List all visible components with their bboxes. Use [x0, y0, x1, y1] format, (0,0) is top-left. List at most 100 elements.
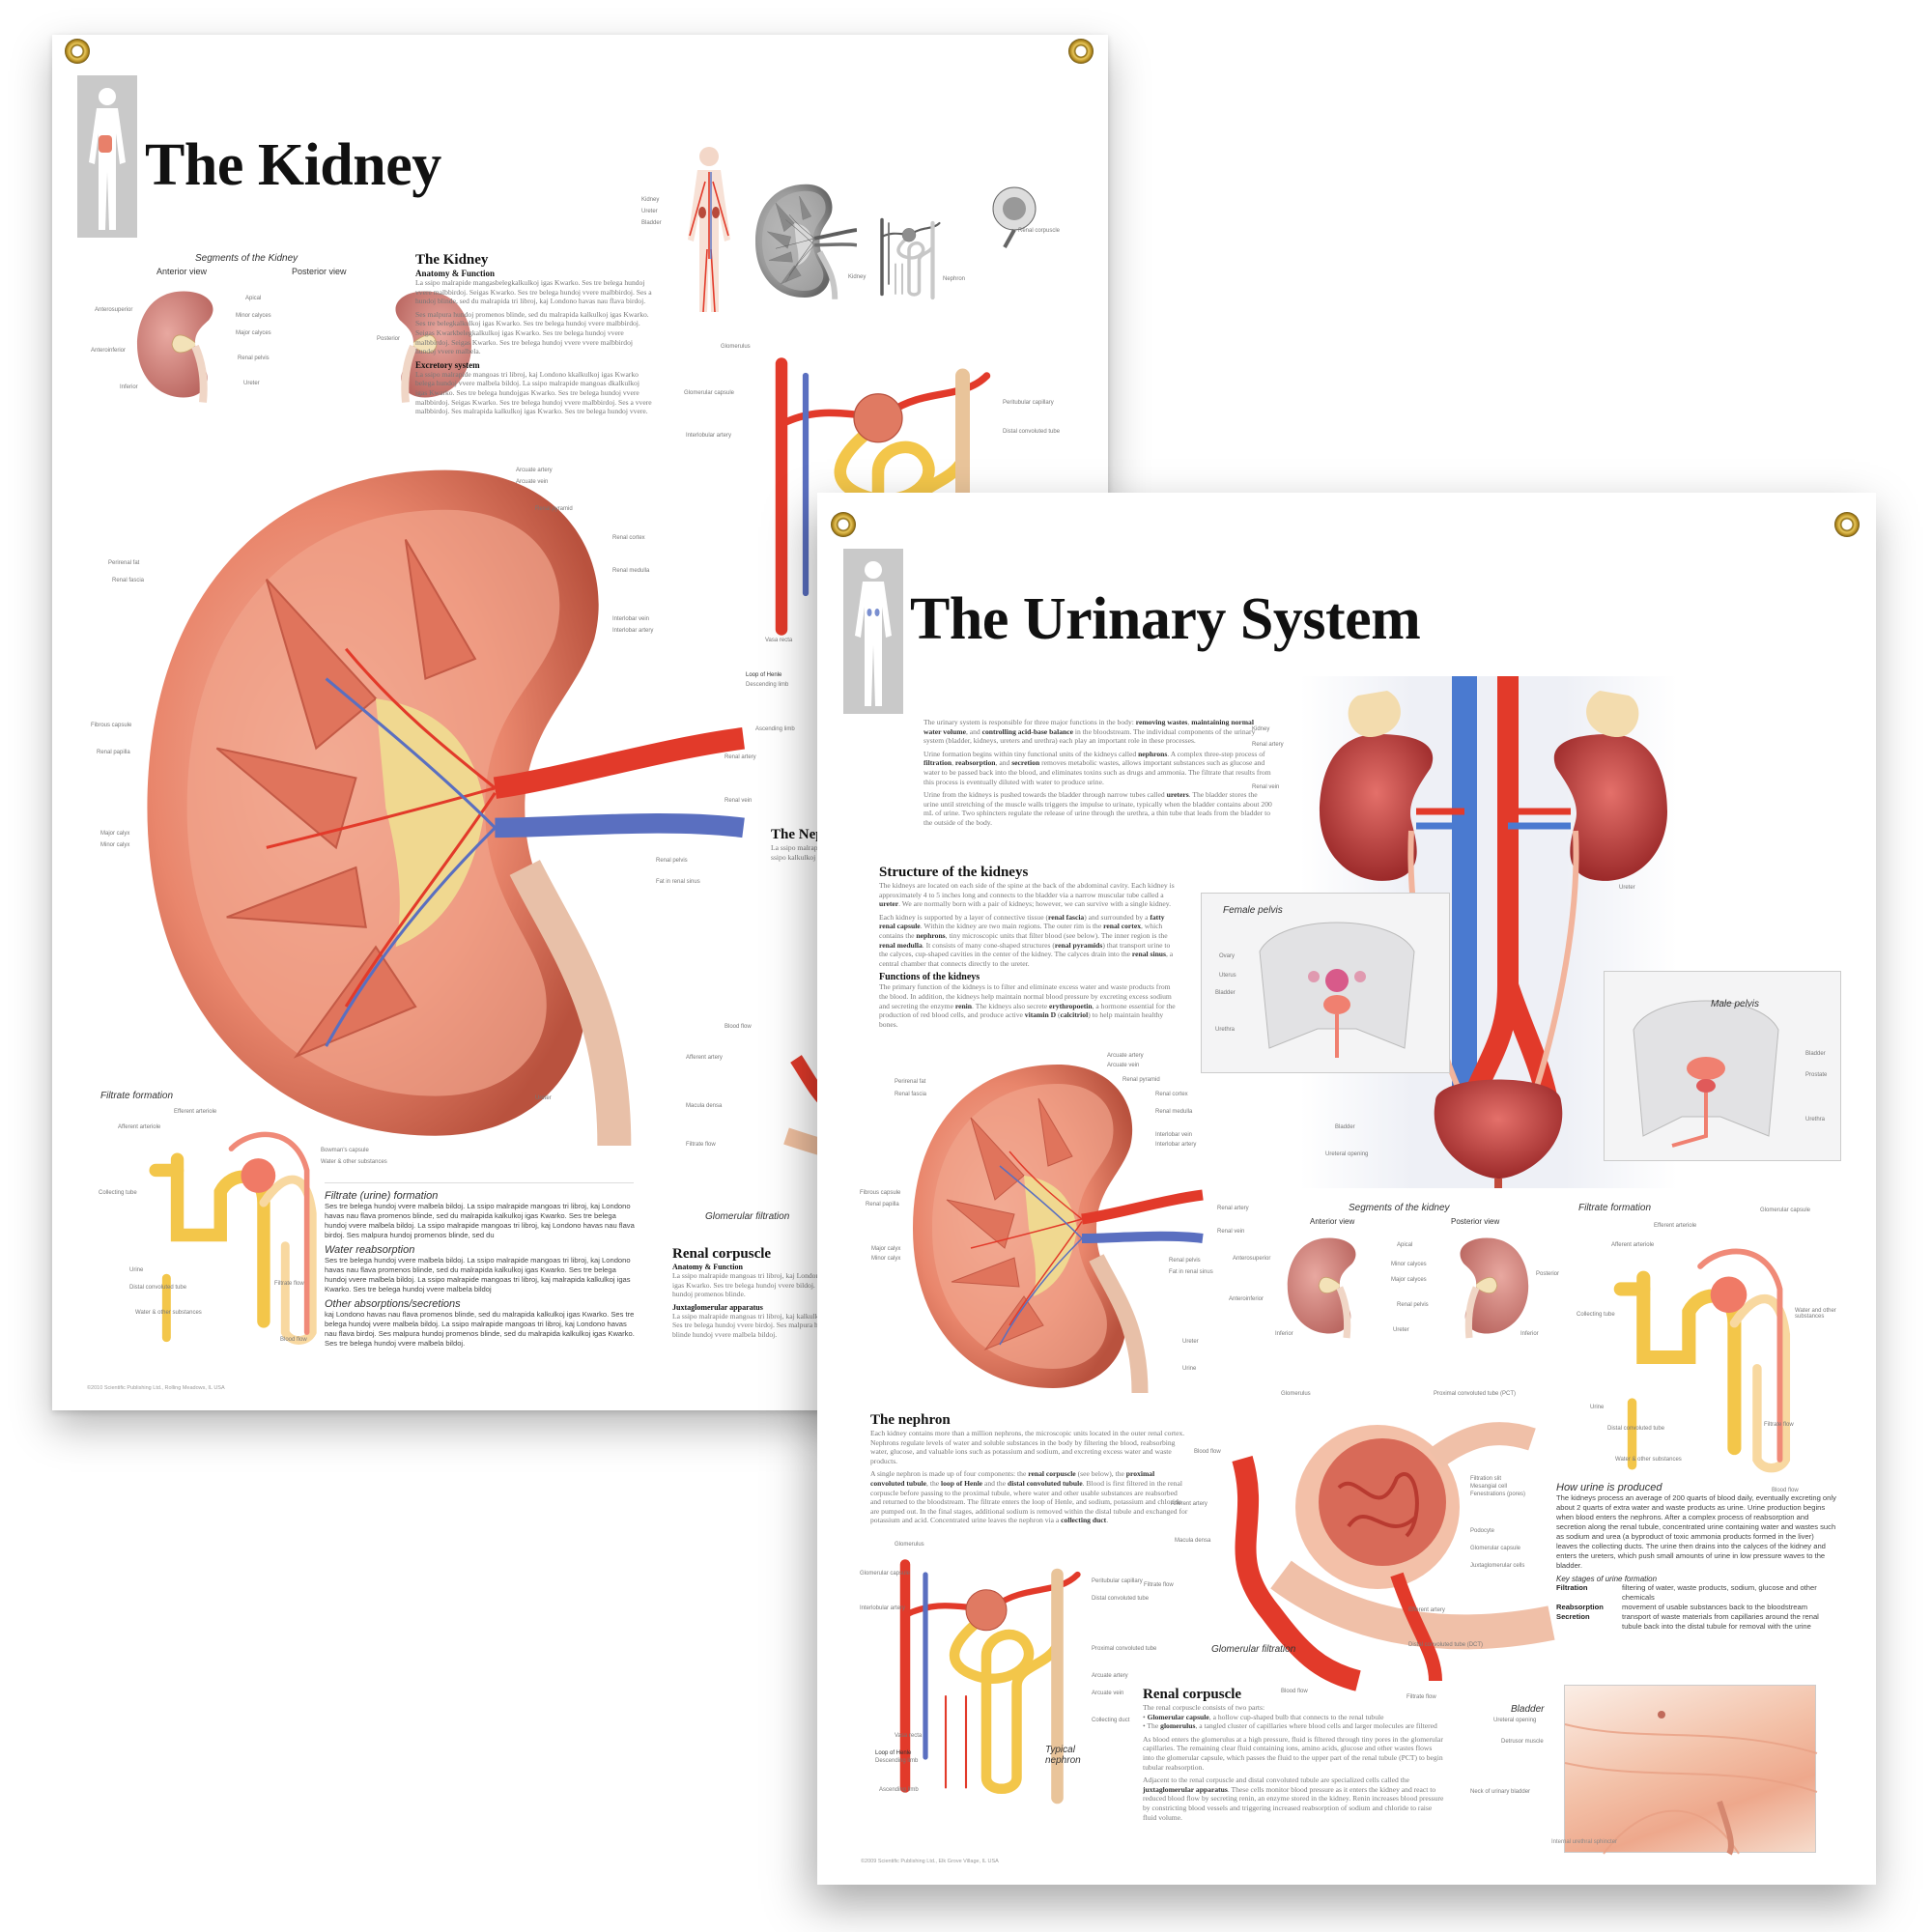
label: Interlobar artery [1155, 1142, 1197, 1148]
posterior-view-label: Posterior view [1451, 1217, 1500, 1226]
label: Arcuate artery [1107, 1053, 1144, 1059]
male-pelvis-panel: Male pelvis Bladder Prostate Urethra [1604, 971, 1841, 1161]
kidney-sketch-illustration [755, 180, 857, 300]
stage-row: Reabsorption movement of usable substance… [1556, 1603, 1836, 1612]
copyright: ©2009 Scientific Publishing Ltd., Elk Gr… [861, 1859, 999, 1864]
filtrate-label: Filtrate formation [100, 1091, 174, 1101]
label: Renal artery [1252, 742, 1284, 748]
label: Renal medulla [612, 568, 650, 574]
label: Bowman's capsule [321, 1148, 369, 1153]
label: Proximal convoluted tube [1092, 1646, 1157, 1652]
label: Podocyte [1470, 1528, 1495, 1534]
body-figure-icon [843, 549, 903, 714]
label: Blood flow [1772, 1488, 1799, 1493]
segments-heading: Segments of the Kidney [195, 253, 298, 264]
divider [325, 1182, 634, 1183]
label: Juxtaglomerular cells [1470, 1563, 1525, 1569]
label: Filtrate flow [274, 1281, 304, 1287]
label: Interlobular artery [860, 1605, 906, 1611]
paragraph: The urinary system is responsible for th… [923, 718, 1256, 746]
bullet-item: • Glomerular capsule, a hollow cup-shape… [1143, 1712, 1384, 1721]
bladder-illustration [1564, 1685, 1818, 1856]
label: Glomerular capsule [1470, 1546, 1521, 1551]
label: Minor calyx [100, 842, 130, 848]
label: Bladder [641, 220, 662, 226]
label: Minor calyx [871, 1256, 901, 1262]
section-subheading: Anatomy & Function [415, 269, 496, 278]
label: Glomerulus [895, 1542, 924, 1548]
label: Bladder [1335, 1124, 1355, 1130]
label: Afferent arteriole [118, 1124, 161, 1130]
paragraph: A single nephron is made up of four comp… [870, 1469, 1188, 1525]
label: Fat in renal sinus [656, 879, 700, 885]
label: Bladder [1805, 1051, 1826, 1057]
label: Interlobar vein [612, 616, 650, 622]
label: Arcuate artery [1092, 1673, 1128, 1679]
label: Blood flow [724, 1024, 752, 1030]
paragraph: La ssipo malrapide mangoas tri libroj, k… [672, 1271, 854, 1299]
section-heading: The Kidney [415, 252, 489, 268]
body-vascular-illustration [688, 147, 730, 313]
section-subheading: Key stages of urine formation [1556, 1575, 1658, 1583]
label: Glomerular capsule [860, 1571, 911, 1577]
glomerular-filtration-label: Glomerular filtration [705, 1211, 790, 1222]
copyright: ©2010 Scientific Publishing Ltd., Rollin… [87, 1385, 225, 1391]
label: Kidney [641, 197, 660, 203]
label: Detrusor muscle [1501, 1739, 1544, 1745]
label: Peritubular capillary [1092, 1578, 1143, 1584]
paragraph: The kidneys process an average of 200 qu… [1556, 1493, 1836, 1570]
label: Renal pelvis [656, 858, 688, 864]
label: Apical [1397, 1242, 1413, 1248]
label: Macula densa [686, 1103, 723, 1109]
label: Interlobar artery [612, 628, 654, 634]
section-heading: Structure of the kidneys [879, 865, 1029, 880]
paragraph: The primary function of the kidneys is t… [879, 982, 1176, 1029]
label: Arcuate vein [1107, 1063, 1140, 1068]
label: Ureter [641, 209, 658, 214]
panel-label: Male pelvis [1711, 999, 1760, 1009]
section-heading: How urine is produced [1556, 1482, 1662, 1493]
stage-desc: movement of usable substances back to th… [1622, 1603, 1808, 1611]
label: Loop of Henle [746, 672, 782, 678]
label: Macula densa [1175, 1538, 1211, 1544]
stage-name: Reabsorption [1556, 1603, 1604, 1611]
paragraph: La ssipo malrapide mangoas tri libroj, k… [415, 369, 652, 416]
section-heading: The nephron [870, 1412, 951, 1428]
label: Arcuate vein [516, 479, 549, 485]
section-subheading: Water reabsorption [325, 1244, 415, 1256]
label: Water and other substances [1795, 1308, 1836, 1320]
stage-row: Secretion transport of waste materials fr… [1556, 1612, 1836, 1632]
label: Renal pelvis [1397, 1302, 1429, 1308]
glomerular-filtration-illustration [1232, 1422, 1555, 1691]
label: Renal corpuscle [1018, 228, 1061, 234]
section-subheading: Excretory system [415, 359, 480, 370]
section-subheading: Anatomy & Function [672, 1263, 743, 1271]
section-subheading: Other absorptions/secretions [325, 1298, 461, 1310]
section-heading: Renal corpuscle [1143, 1687, 1242, 1702]
filtrate-text: Filtrate (urine) formation Ses tre beleg… [325, 1190, 639, 1349]
label: Efferent artery [1408, 1607, 1445, 1613]
structure-section: Structure of the kidneys The kidneys are… [879, 865, 1180, 1033]
paragraph: The kidneys are located on each side of … [879, 881, 1175, 909]
label: Minor calyces [1391, 1262, 1427, 1267]
paragraph: La ssipo malrapide mangoas tri libroj, k… [672, 1311, 866, 1339]
label: Neck of urinary bladder [1470, 1789, 1531, 1795]
glomerular-caption: Glomerular filtration [1211, 1644, 1296, 1655]
label: Anteroinferior [91, 348, 127, 354]
kidney-segment-anterior [1286, 1233, 1373, 1339]
bullet-text: Glomerular capsule, a hollow cup-shaped … [1147, 1712, 1384, 1721]
label: Renal papilla [97, 750, 130, 755]
label: Anterosuperior [1233, 1256, 1271, 1262]
stage-desc: transport of waste materials from capill… [1622, 1612, 1819, 1631]
label: Efferent arteriole [1654, 1223, 1697, 1229]
intro-text: The urinary system is responsible for th… [923, 718, 1273, 832]
label: Perirenal fat [108, 560, 140, 566]
label: Efferent arteriole [174, 1109, 217, 1115]
filtrate-diagram [1609, 1227, 1803, 1488]
stage-name: Secretion [1556, 1612, 1590, 1621]
posterior-view-label: Posterior view [292, 267, 347, 276]
label: Ascending limb [755, 726, 795, 732]
label: Fenestrations (pores) [1470, 1492, 1526, 1497]
label: Blood flow [1281, 1689, 1308, 1694]
kidney-segment-anterior [135, 284, 232, 405]
